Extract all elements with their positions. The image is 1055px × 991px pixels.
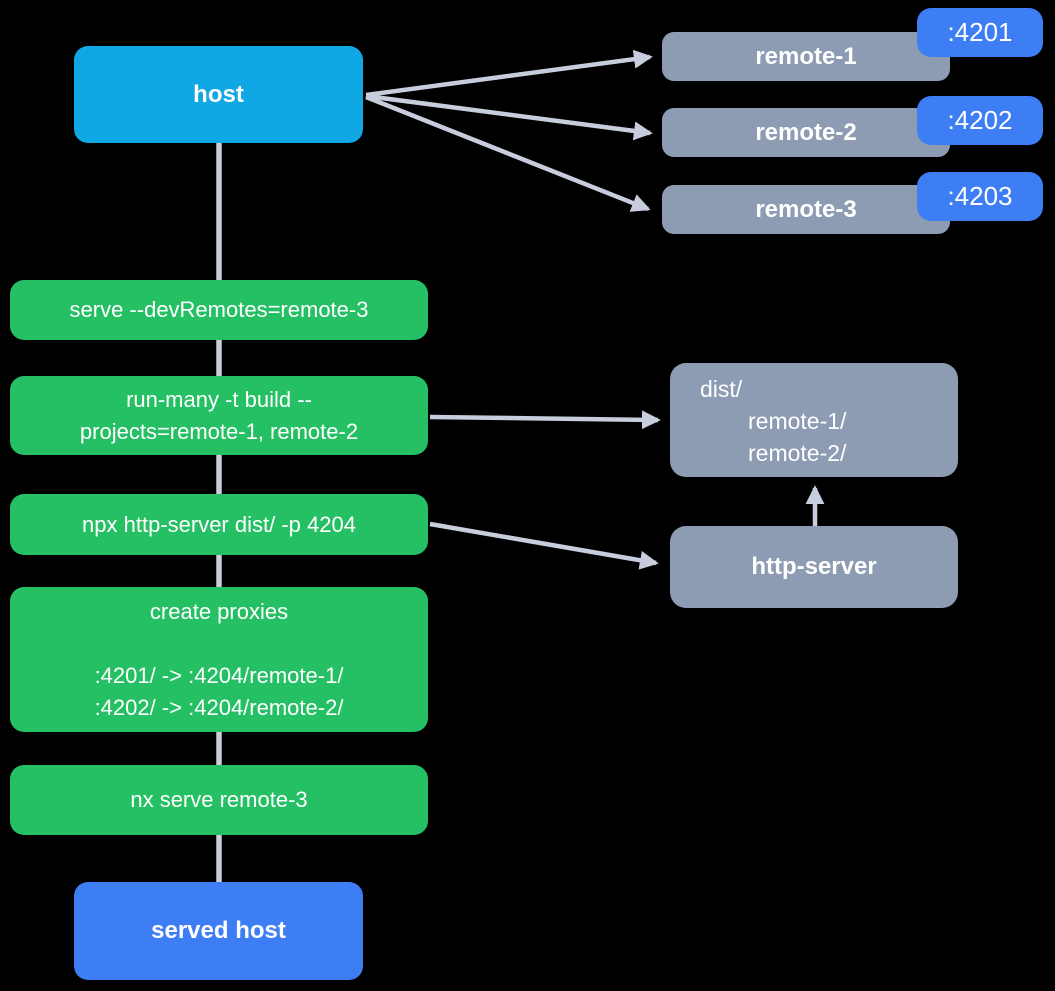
remote-3-node: remote-3 xyxy=(662,185,950,234)
port-badge-4201: :4201 xyxy=(917,8,1043,57)
served-host-node: served host xyxy=(74,882,363,980)
step-run-many-build: run-many -t build -- projects=remote-1, … xyxy=(10,376,428,455)
dist-folder-title: dist/ xyxy=(700,376,743,402)
step-create-proxies: create proxies :4201/ -> :4204/remote-1/… xyxy=(10,587,428,732)
connector-host-remote-1 xyxy=(365,49,653,98)
remote-1-node: remote-1 xyxy=(662,32,950,81)
connector-npx-http-server xyxy=(429,521,659,570)
host-node: host xyxy=(74,46,363,143)
step-serve-dev-remotes: serve --devRemotes=remote-3 xyxy=(10,280,428,340)
port-badge-4203: :4203 xyxy=(917,172,1043,221)
remote-2-node: remote-2 xyxy=(662,108,950,157)
http-server-node: http-server xyxy=(670,526,958,608)
step-npx-http-server: npx http-server dist/ -p 4204 xyxy=(10,494,428,555)
dist-entry-remote-2: remote-2/ xyxy=(748,440,847,466)
connector-host-remote-3 xyxy=(365,94,651,212)
connector-run-many-dist xyxy=(429,410,661,430)
dist-folder-node: dist/ remote-1/ remote-2/ xyxy=(670,363,958,477)
connector-host-remote-2 xyxy=(365,93,653,141)
port-badge-4202: :4202 xyxy=(917,96,1043,145)
step-nx-serve-remote-3: nx serve remote-3 xyxy=(10,765,428,835)
dist-entry-remote-1: remote-1/ xyxy=(748,408,847,434)
